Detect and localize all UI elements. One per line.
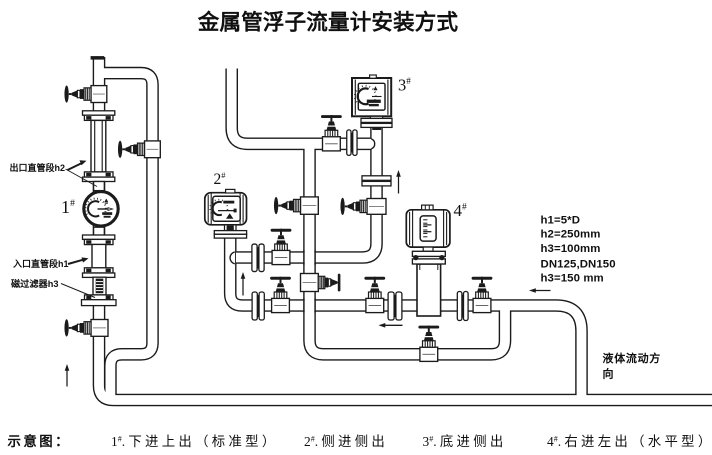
svg-text:示意图：: 示意图： xyxy=(8,433,72,449)
svg-text:3#.底进侧出: 3#.底进侧出 xyxy=(423,434,507,449)
svg-text:2#.侧进侧出: 2#.侧进侧出 xyxy=(304,434,388,449)
svg-text:磁过滤器h3: 磁过滤器h3 xyxy=(11,278,58,289)
svg-text:h1=5*D: h1=5*D xyxy=(541,214,581,226)
svg-text:h2=250mm: h2=250mm xyxy=(541,229,601,241)
svg-text:金属管浮子流量计安装方式: 金属管浮子流量计安装方式 xyxy=(197,10,459,35)
svg-text:向: 向 xyxy=(603,366,614,380)
svg-text:液体流动方: 液体流动方 xyxy=(603,351,662,365)
svg-text:4#.右进左出（水平型）: 4#.右进左出（水平型） xyxy=(547,434,712,449)
svg-text:h3=150 mm: h3=150 mm xyxy=(541,272,604,284)
svg-text:1#.下进上出（标准型）: 1#.下进上出（标准型） xyxy=(111,434,279,449)
svg-text:出口直管段h2: 出口直管段h2 xyxy=(10,162,66,173)
svg-text:h3=100mm: h3=100mm xyxy=(541,243,601,255)
svg-text:入口直管段h1: 入口直管段h1 xyxy=(12,258,69,269)
svg-text:DN125,DN150: DN125,DN150 xyxy=(541,258,616,270)
